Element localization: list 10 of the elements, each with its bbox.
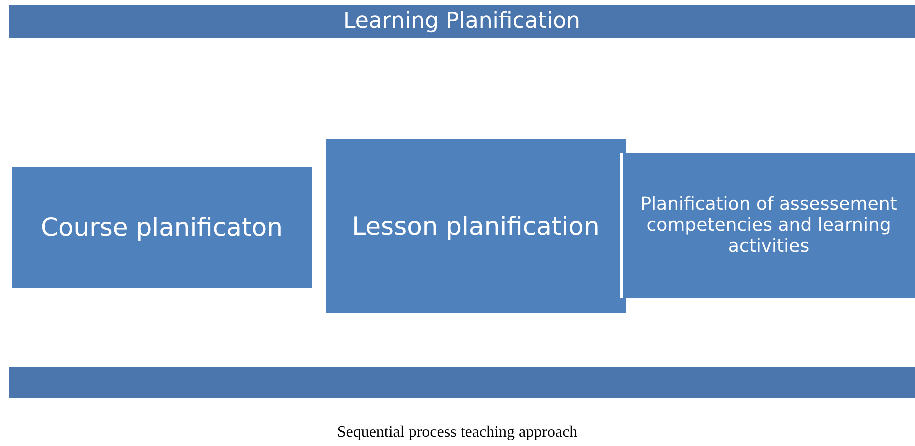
process-box <box>12 167 312 288</box>
title-band <box>9 5 915 38</box>
process-box <box>326 139 626 313</box>
box-label: Lesson planification <box>352 212 600 240</box>
box-label: Planification of assessement competencies and learning activities <box>640 194 898 257</box>
bottom-band <box>9 367 915 398</box>
caption: Sequential process teaching approach <box>336 424 579 442</box>
box-label: Learning Planification <box>344 9 580 34</box>
process-box <box>620 153 915 298</box>
box-label: Course planificaton <box>41 213 283 242</box>
